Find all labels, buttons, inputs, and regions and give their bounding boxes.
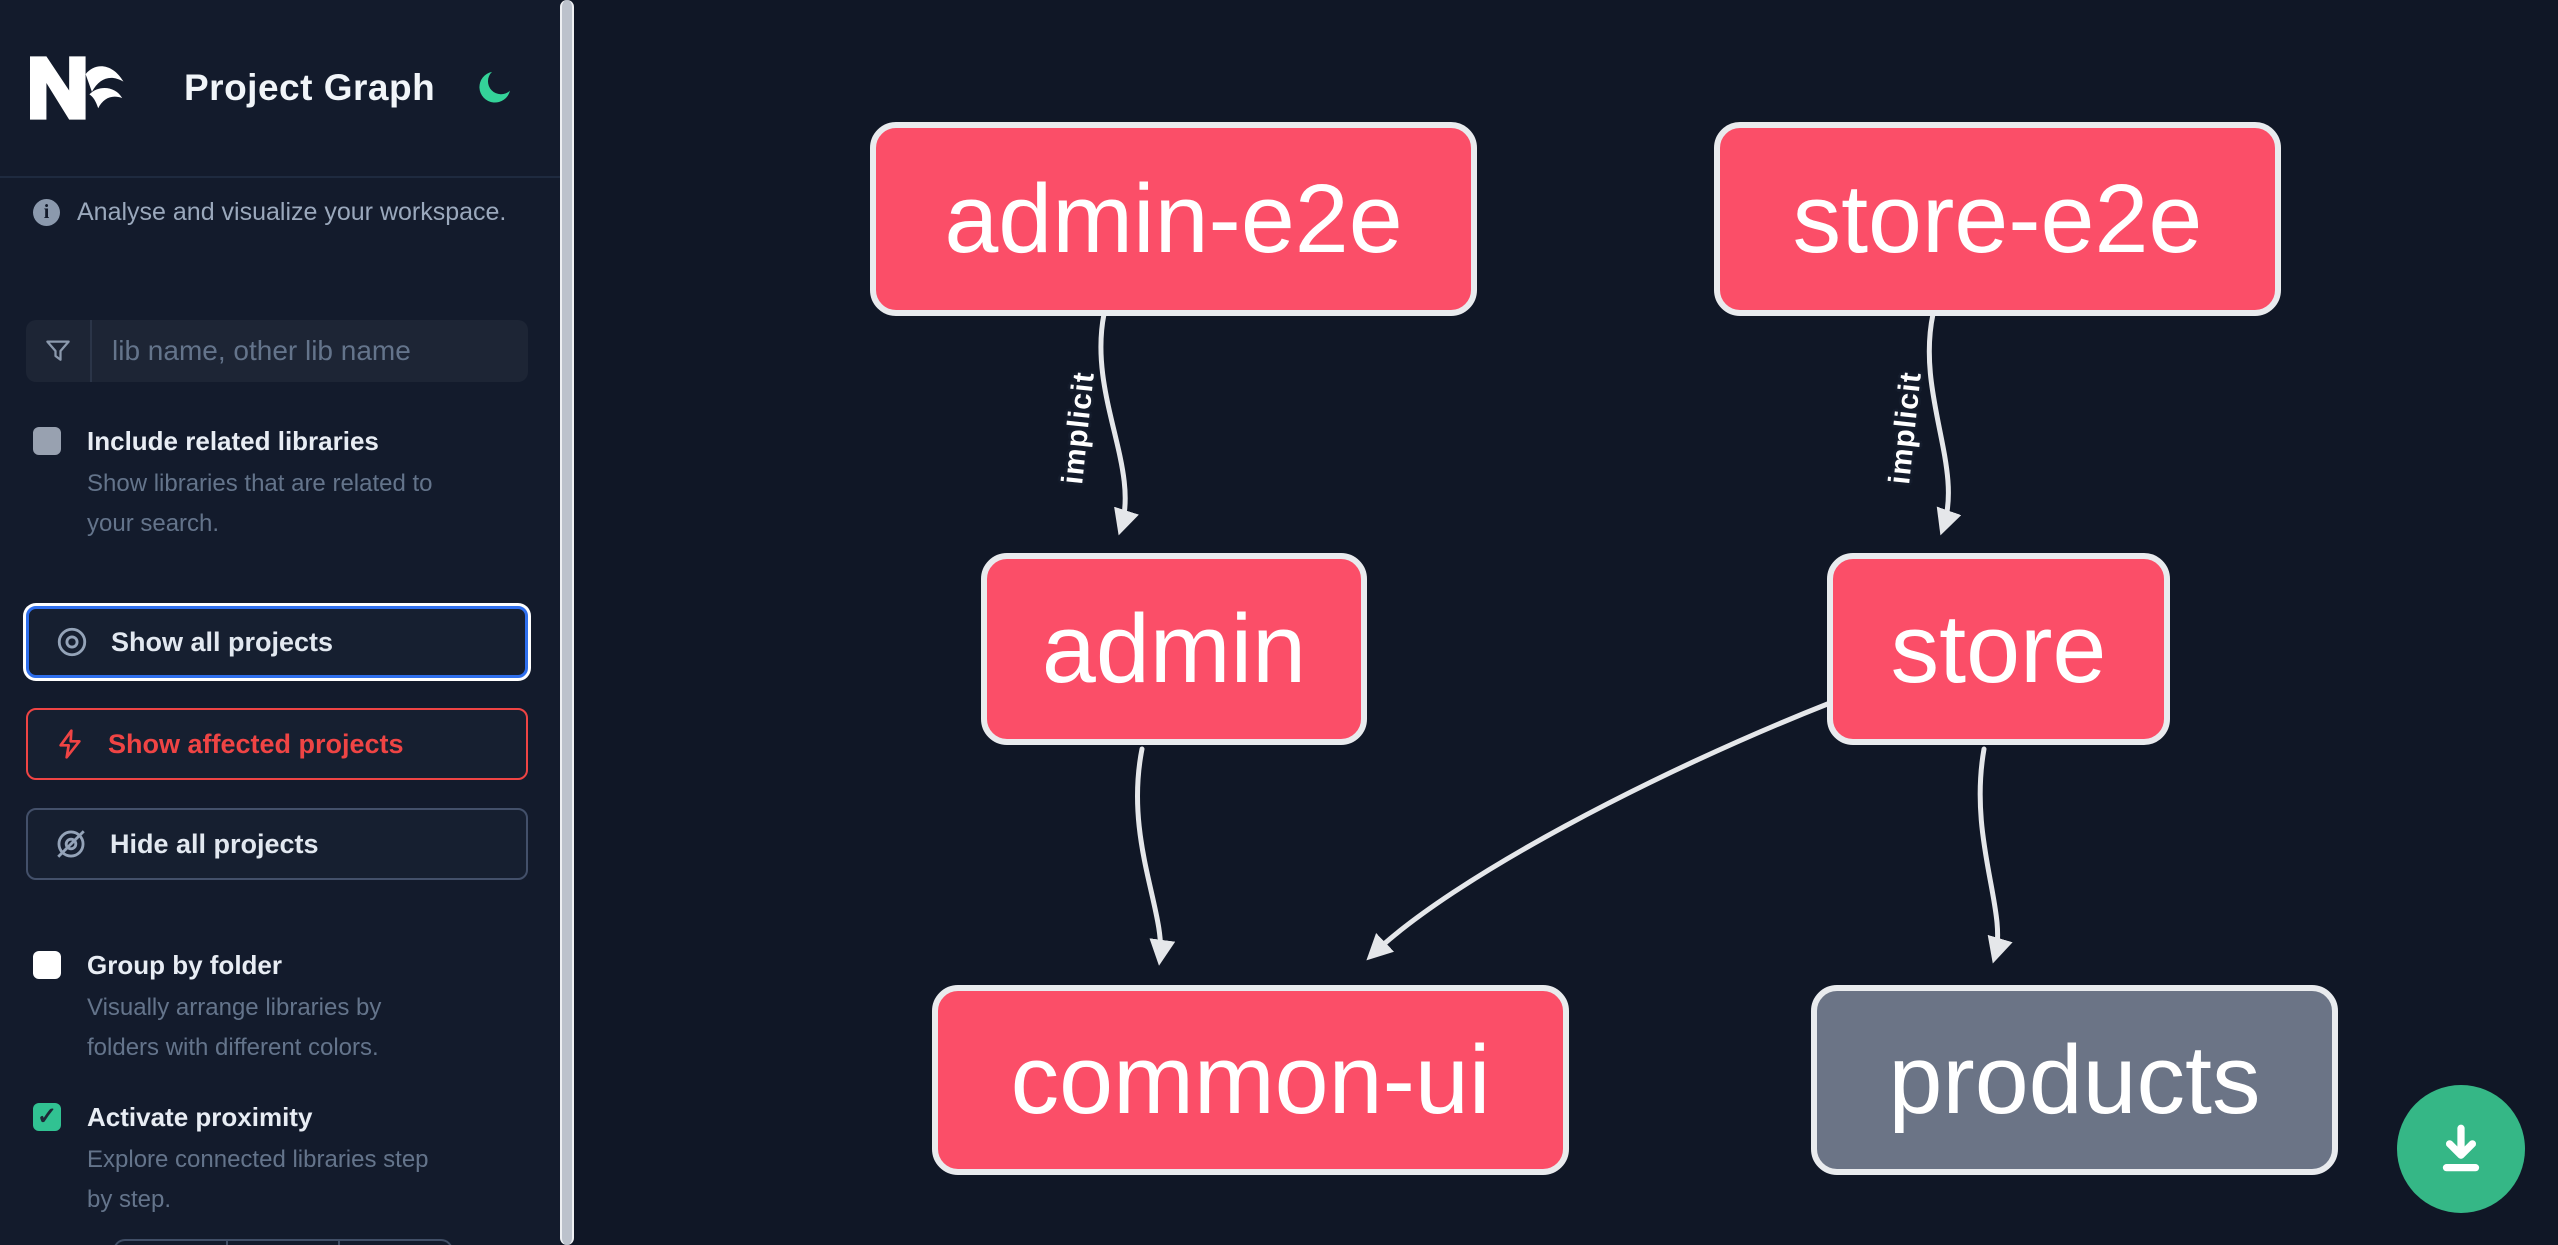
edge-store-e2e-store: [1926, 311, 1962, 536]
proximity-increment-segment[interactable]: [340, 1241, 451, 1245]
graph-node-admin-e2e[interactable]: admin-e2e: [870, 122, 1477, 316]
activate-proximity-row: ✓ Activate proximity Explore connected l…: [33, 1100, 429, 1220]
hide-all-projects-label: Hide all projects: [110, 828, 319, 859]
graph-node-store[interactable]: store: [1827, 553, 2170, 745]
download-graph-button[interactable]: [2397, 1085, 2525, 1213]
checkmark-icon: ✓: [36, 1103, 58, 1130]
search-input[interactable]: [92, 320, 528, 382]
sidebar-scrollbar[interactable]: [560, 0, 574, 1245]
hide-all-projects-button[interactable]: Hide all projects: [26, 808, 528, 880]
activate-proximity-description: Explore connected libraries step by step…: [87, 1146, 429, 1213]
lightning-bolt-icon: [59, 729, 81, 759]
graph-node-admin[interactable]: admin: [981, 553, 1367, 745]
eye-icon: [57, 627, 87, 657]
include-related-checkbox[interactable]: [33, 427, 61, 455]
workspace-info-row: i Analyse and visualize your workspace.: [33, 198, 506, 227]
activate-proximity-checkbox[interactable]: ✓: [33, 1103, 61, 1131]
theme-toggle-button[interactable]: [474, 66, 518, 110]
info-icon: i: [33, 199, 60, 226]
proximity-decrement-segment[interactable]: [115, 1241, 228, 1245]
group-by-folder-checkbox[interactable]: [33, 951, 61, 979]
edge-admin-e2e-admin: [1098, 311, 1139, 536]
filter-funnel-icon: [26, 320, 92, 382]
workspace-tagline: Analyse and visualize your workspace.: [77, 198, 507, 226]
proximity-depth-control[interactable]: [113, 1239, 453, 1245]
show-all-projects-button[interactable]: Show all projects: [26, 606, 528, 678]
eye-off-icon: [57, 830, 85, 858]
show-affected-projects-label: Show affected projects: [108, 728, 404, 759]
proximity-value-segment[interactable]: [228, 1241, 341, 1245]
edge-store-common-ui: [1366, 700, 1833, 961]
nx-logo-icon: [30, 56, 124, 120]
show-all-projects-label: Show all projects: [111, 626, 334, 657]
show-affected-projects-button[interactable]: Show affected projects: [26, 708, 528, 780]
group-by-folder-label[interactable]: Group by folder: [87, 950, 282, 980]
graph-node-products[interactable]: products: [1811, 985, 2338, 1175]
sidebar-header: Project Graph: [0, 0, 560, 176]
moon-icon: [479, 71, 510, 103]
sidebar: Project Graph i Analyse and visualize yo…: [0, 0, 560, 1245]
edge-admin-common-ui: [1135, 746, 1176, 966]
search-box: [26, 320, 528, 382]
dependency-edges: [1098, 311, 2013, 966]
activate-proximity-label[interactable]: Activate proximity: [87, 1102, 313, 1132]
graph-node-common-ui[interactable]: common-ui: [932, 985, 1569, 1175]
graph-canvas[interactable]: implicit implicit admin-e2e store-e2e ad…: [574, 0, 2558, 1245]
include-related-row: Include related libraries Show libraries…: [33, 424, 433, 544]
page-title: Project Graph: [184, 67, 436, 108]
edge-store-products: [1977, 746, 2013, 964]
include-related-label[interactable]: Include related libraries: [87, 426, 379, 456]
group-by-folder-description: Visually arrange libraries by folders wi…: [87, 994, 382, 1061]
header-divider: [0, 176, 560, 178]
group-by-folder-row: Group by folder Visually arrange librari…: [33, 948, 381, 1068]
graph-node-store-e2e[interactable]: store-e2e: [1714, 122, 2281, 316]
download-icon: [2442, 1124, 2480, 1172]
include-related-description: Show libraries that are related to your …: [87, 470, 433, 537]
